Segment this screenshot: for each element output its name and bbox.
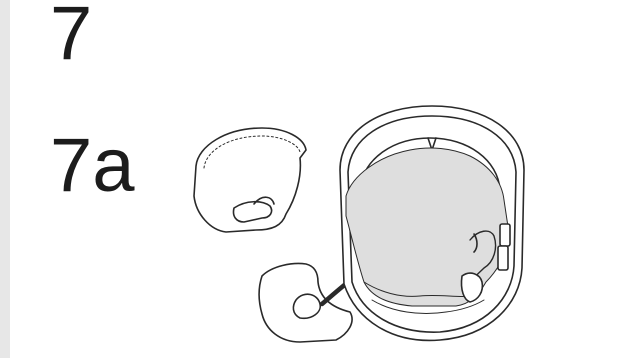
sub-step-label: 7a xyxy=(50,128,135,204)
helmet-interior-icon xyxy=(340,106,524,340)
step-number: 7 xyxy=(50,0,93,72)
instruction-illustration xyxy=(180,100,540,358)
left-margin-rule xyxy=(0,0,10,358)
lower-cheek-pad-icon xyxy=(259,264,352,343)
upper-cheek-pad-icon xyxy=(194,128,306,232)
